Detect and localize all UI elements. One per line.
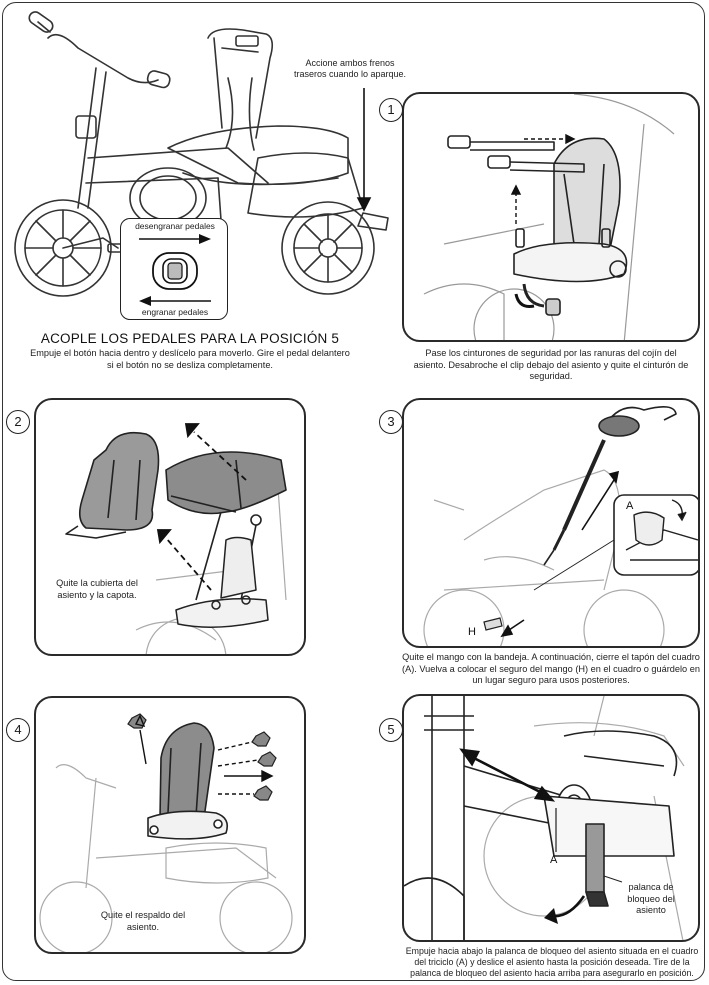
step-4-illustration (39, 713, 293, 952)
step-1-panel (402, 92, 700, 342)
step-5-caption: Empuje hacia abajo la palanca de bloqueo… (405, 946, 699, 978)
step-1-badge: 1 (379, 98, 403, 122)
step-5-panel: A palanca de bloqueo del asiento (402, 694, 700, 942)
step-2-badge: 2 (6, 410, 30, 434)
disengage-pedals-label: desengranar pedales (135, 221, 215, 231)
arrow-left-icon (139, 296, 211, 306)
step-3-illustration (423, 406, 698, 646)
brake-note: Accione ambos frenos traseros cuando lo … (293, 58, 407, 79)
step-3-caption: Quite el mango con la bandeja. A continu… (402, 652, 700, 685)
step-3-label-a: A (626, 500, 634, 512)
step-4-badge: 4 (6, 718, 30, 742)
step-4-caption: Quite el respaldo del asiento. (100, 910, 186, 932)
intro-headline: ACOPLE LOS PEDALES PARA LA POSICIÓN 5 (40, 331, 340, 346)
step-3-label-h: H (468, 626, 476, 638)
engage-pedals-label: engranar pedales (141, 307, 209, 317)
step-5-badge: 5 (379, 718, 403, 742)
tricycle-overview-illustration (8, 8, 408, 318)
step-3-panel: A H (402, 398, 700, 648)
step-3-badge: 3 (379, 410, 403, 434)
step-2-panel: Quite la cubierta del asiento y la capot… (34, 398, 306, 656)
step-2-illustration (65, 423, 287, 654)
step-5-lever-label: palanca de bloqueo del asiento (627, 882, 675, 915)
step-5-label-a: A (550, 854, 558, 866)
step-4-panel: Quite el respaldo del asiento. (34, 696, 306, 954)
step-1-caption: Pase los cinturones de seguridad por las… (413, 348, 689, 381)
step-2-caption: Quite la cubierta del asiento y la capot… (56, 578, 138, 600)
step-5-illustration (404, 696, 685, 940)
pedal-toggle-callout: desengranar pedales engranar pedales (120, 218, 228, 320)
step-1-illustration (423, 94, 675, 340)
pedal-toggle-button-icon (152, 252, 198, 290)
intro-instruction: Empuje el botón hacia dentro y deslícelo… (30, 348, 350, 370)
arrow-right-icon (139, 234, 211, 244)
